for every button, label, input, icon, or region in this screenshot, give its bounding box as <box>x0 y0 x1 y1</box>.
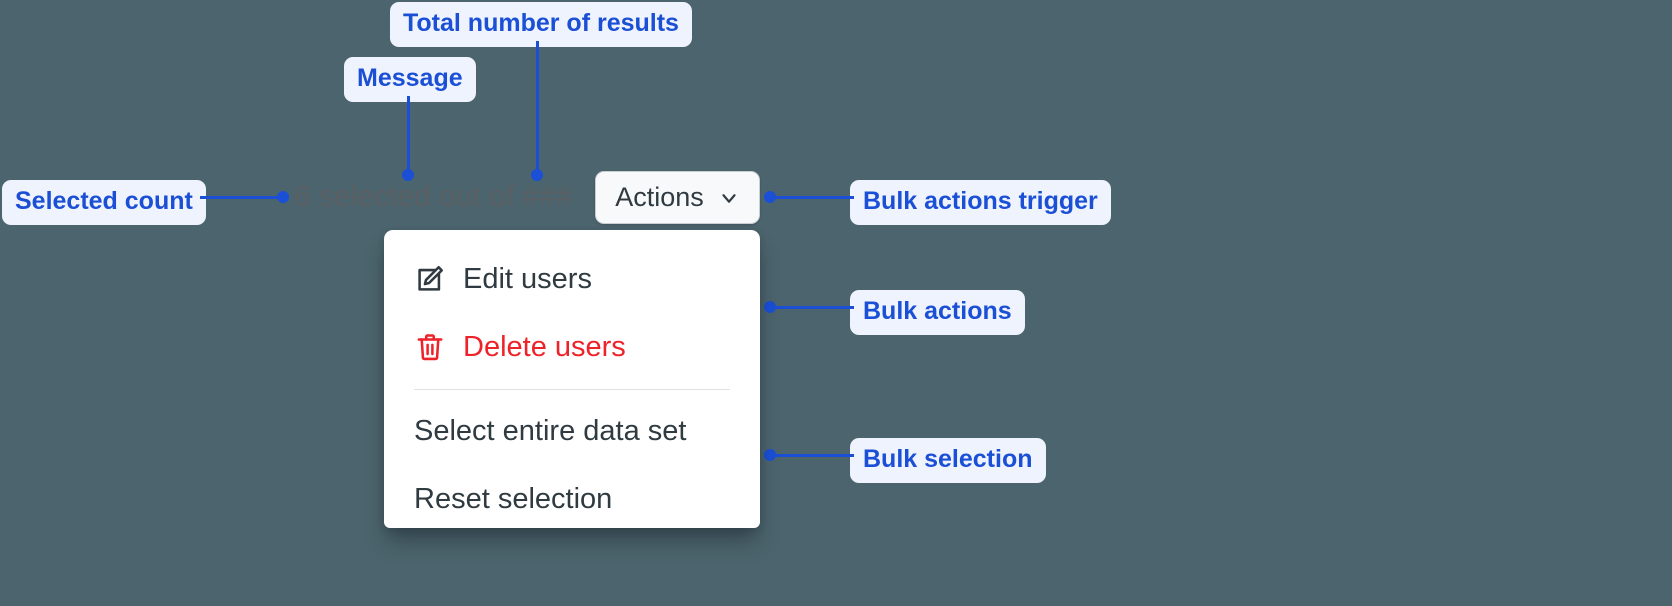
menu-item-reset-selection[interactable]: Reset selection <box>384 472 760 526</box>
menu-item-delete-users[interactable]: Delete users <box>384 320 760 374</box>
leader-dot-message <box>402 169 414 181</box>
leader-line-message <box>407 96 410 174</box>
menu-item-label: Select entire data set <box>414 414 687 447</box>
annotation-bulk-selection: Bulk selection <box>850 438 1046 483</box>
bulk-actions-menu: Edit users Delete users Select entire da… <box>384 230 760 528</box>
leader-line-total-results <box>536 41 539 174</box>
actions-button-label: Actions <box>615 182 704 212</box>
leader-dot-selected-count <box>277 191 289 203</box>
menu-item-label: Edit users <box>463 262 592 295</box>
annotation-bulk-actions: Bulk actions <box>850 290 1025 335</box>
leader-line-selected-count <box>200 196 284 199</box>
menu-item-label: Delete users <box>463 330 626 363</box>
menu-item-edit-users[interactable]: Edit users <box>384 252 760 306</box>
leader-dot-bulk-trigger <box>764 191 776 203</box>
leader-dot-total-results <box>531 169 543 181</box>
leader-line-bulk-trigger <box>768 196 854 199</box>
menu-item-select-entire-data-set[interactable]: Select entire data set <box>384 404 760 458</box>
edit-icon <box>418 266 443 291</box>
trash-icon <box>417 334 443 361</box>
leader-dot-bulk-selection <box>764 449 776 461</box>
annotation-selected-count: Selected count <box>2 180 206 225</box>
leader-dot-bulk-actions <box>764 301 776 313</box>
bulk-actions-trigger-button[interactable]: Actions <box>595 171 760 224</box>
annotation-total-number-of-results: Total number of results <box>390 2 692 47</box>
chevron-down-icon <box>722 193 736 203</box>
annotation-bulk-actions-trigger: Bulk actions trigger <box>850 180 1111 225</box>
leader-line-bulk-selection <box>768 454 854 457</box>
menu-divider <box>414 389 730 390</box>
leader-line-bulk-actions <box>768 306 854 309</box>
annotation-message: Message <box>344 57 476 102</box>
selection-count-message: 6 selected out of ### <box>294 180 573 213</box>
menu-item-label: Reset selection <box>414 482 613 515</box>
